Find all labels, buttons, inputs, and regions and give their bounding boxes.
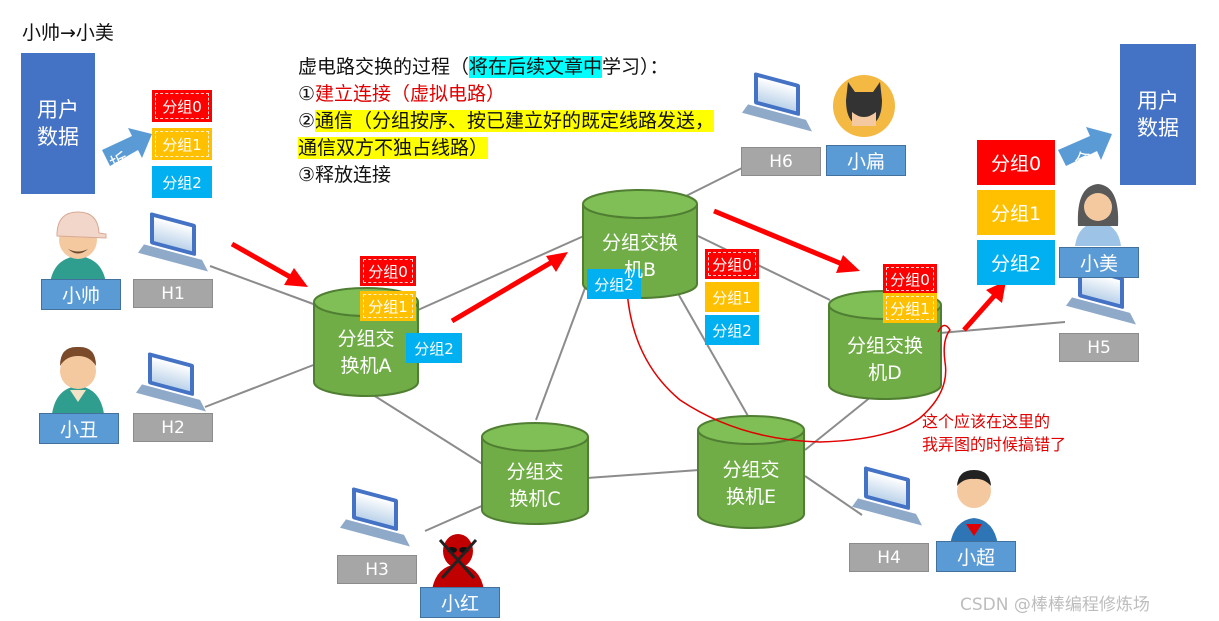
receiver-packet-0: 分组0 [977,140,1055,185]
arrow-b-d-head [836,255,860,273]
description-step3: ③释放连接 [298,164,392,186]
correction-note: 这个应该在这里的 我弄图的时候搞错了 [922,412,1067,454]
step2-number: ② [298,110,316,132]
correction-curve [626,289,951,443]
switch-b-packet-2: 分组2 [587,269,641,299]
description-block: 虚电路交换的过程（将在后续文章中学习）： ①建立连接（虚拟电路） ②通信（分组按… [298,54,738,189]
link-h3-c [424,504,485,532]
host-h5-label: H5 [1059,333,1139,362]
switch-a-label: 分组交 换机A [337,328,395,377]
receiver-data-box: 用户 数据 [1120,44,1196,185]
arrow-h1-a [230,241,294,281]
sender-packet-0: 分组0 [152,90,212,122]
arrow-h1-a-head [284,268,308,287]
switch-d-label: 分组交换 机D [846,335,923,384]
switch-a-packet-1: 分组1 [360,291,416,321]
network-links [204,167,1066,532]
switch-d-packet-0: 分组0 [883,264,937,294]
link-c-e [586,469,700,479]
arrow-a-b-head [546,252,568,272]
avatar-xiaochao-icon [950,470,998,545]
avatar-xiaobian-icon [833,75,895,137]
link-h1-a [209,265,317,306]
switch-c-label: 分组交 换机C [506,461,564,510]
page-title: 小帅→小美 [22,22,114,44]
avatar-xiaohong-icon [432,534,484,590]
laptop-h1-icon [138,212,208,272]
switch-a-packet-0: 分组0 [360,256,416,286]
switch-b-label: 分组交换 机B [601,232,678,281]
switch-d-packet-1: 分组1 [883,293,937,323]
person-xiaomei-label: 小美 [1059,247,1139,278]
host-h2-label: H2 [133,413,213,442]
person-xiaobian-label: 小扁 [826,145,906,176]
person-xiaochao-label: 小超 [936,541,1016,572]
arrow-a-b [450,259,554,324]
arrow-d-h5-head [986,281,1006,303]
link-e-d [804,395,873,451]
laptop-h3-icon [340,487,410,547]
link-a-c [369,392,485,466]
switch-c-cylinder [481,422,589,525]
description-line1-highlight: 将在后续文章中 [469,56,603,78]
avatar-xiaochou-icon [52,346,104,414]
description-line1-pre: 虚电路交换的过程（ [298,56,470,78]
receiver-packet-1: 分组1 [977,190,1055,235]
sender-packet-2: 分组2 [152,166,212,198]
host-h1-label: H1 [133,279,213,308]
link-b-d [697,235,831,301]
description-step1: ①建立连接（虚拟电路） [298,81,738,108]
laptop-h4-icon [852,466,922,526]
host-h3-label: H3 [337,555,417,584]
sender-data-box: 用户 数据 [21,53,95,194]
switch-a-packet-2: 分组2 [406,333,462,363]
host-h6-label: H6 [741,147,821,176]
watermark: CSDN @棒棒编程修炼场 [960,595,1150,615]
link-b-e [675,289,749,417]
arrow-b-d [713,208,843,267]
step2-text: 通信（分组按序、按已建立好的既定线路发送，通信双方不独占线路） [298,110,715,159]
path-arrows [230,208,1006,332]
arrow-d-h5 [962,293,997,332]
avatar-xiaomei-icon [1075,184,1121,246]
link-b-h6 [685,167,743,197]
link-e-h4 [804,475,863,516]
description-step2: ②通信（分组按序、按已建立好的既定线路发送，通信双方不独占线路） [298,108,718,162]
person-xiaoshuai-label: 小帅 [41,279,121,310]
step1-number: ① [298,83,316,105]
description-line1-post: 学习）： [602,56,669,78]
description-line1: 虚电路交换的过程（将在后续文章中学习）： [298,54,738,81]
split-arrow-icon [102,128,152,166]
link-b-c [535,287,586,421]
link-bd-packet-2: 分组2 [705,315,759,345]
receiver-packet-2: 分组2 [977,240,1055,285]
laptop-h6-icon [742,72,812,132]
switch-e-label: 分组交 换机E [722,459,780,508]
laptop-h2-icon [136,352,206,412]
merge-arrow-icon [1058,127,1112,166]
link-d-h5 [939,321,1066,334]
link-a-b [417,234,587,311]
person-xiaohong-label: 小红 [420,587,500,618]
host-h4-label: H4 [849,543,929,572]
link-bd-packet-0: 分组0 [705,249,759,279]
step1-text: 建立连接（虚拟电路） [315,83,506,105]
person-xiaochou-label: 小丑 [39,413,119,444]
link-h2-a [204,363,317,408]
sender-packet-1: 分组1 [152,128,212,160]
link-bd-packet-1: 分组1 [705,282,759,312]
avatar-xiaoshuai-icon [50,211,107,283]
